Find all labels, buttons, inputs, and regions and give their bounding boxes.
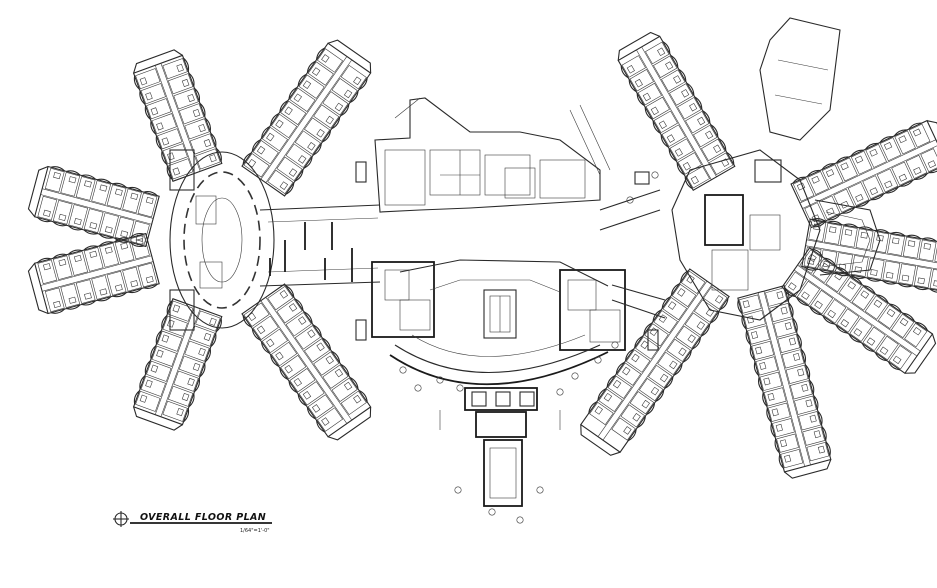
west-resident-wing-cluster bbox=[27, 39, 372, 441]
drawing-scale-note: 1/64"=1'-0" bbox=[240, 528, 270, 534]
grid-bubble-icon bbox=[436, 376, 444, 384]
east-commons-hub bbox=[671, 17, 881, 321]
section-cut-icon bbox=[355, 161, 367, 183]
west-commons-hub bbox=[169, 149, 275, 331]
east-wing-southwest bbox=[580, 268, 730, 456]
grid-bubble-icon bbox=[611, 341, 619, 349]
east-wing-northeast bbox=[790, 119, 937, 229]
grid-bubble-icon bbox=[399, 366, 407, 374]
section-cut-icon bbox=[634, 171, 650, 185]
east-resident-wing-cluster bbox=[580, 31, 937, 479]
central-community-block bbox=[371, 97, 626, 507]
grid-bubble-icon bbox=[536, 486, 544, 494]
west-wing-north bbox=[132, 49, 223, 182]
east-link-corridor bbox=[599, 189, 666, 319]
west-wing-southeast bbox=[241, 283, 372, 441]
grid-bubble-markers bbox=[399, 171, 659, 524]
section-cut-markers bbox=[355, 161, 659, 351]
east-wing-southeast bbox=[781, 247, 937, 375]
drawing-title: OVERALL FLOOR PLAN bbox=[140, 512, 266, 523]
grid-bubble-icon bbox=[571, 372, 579, 380]
grid-bubble-icon bbox=[626, 196, 634, 204]
west-link-corridor bbox=[259, 204, 381, 287]
grid-bubble-icon bbox=[454, 486, 462, 494]
grid-bubble-icon bbox=[488, 508, 496, 516]
grid-bubble-icon bbox=[456, 384, 464, 392]
grid-bubble-icon bbox=[594, 356, 602, 364]
drawing-title-block: OVERALL FLOOR PLAN 1/64"=1'-0" bbox=[113, 511, 272, 534]
grid-bubble-icon bbox=[516, 516, 524, 524]
east-wing-south bbox=[737, 285, 832, 479]
west-wing-northwest bbox=[27, 165, 160, 248]
west-wing-south bbox=[132, 298, 223, 431]
section-cut-icon bbox=[647, 329, 659, 351]
west-wing-southwest bbox=[27, 232, 160, 315]
grid-bubble-icon bbox=[414, 384, 422, 392]
grid-bubble-icon bbox=[556, 388, 564, 396]
grid-bubble-icon bbox=[651, 171, 659, 179]
east-wing-north bbox=[617, 31, 736, 192]
section-cut-icon bbox=[355, 319, 367, 341]
